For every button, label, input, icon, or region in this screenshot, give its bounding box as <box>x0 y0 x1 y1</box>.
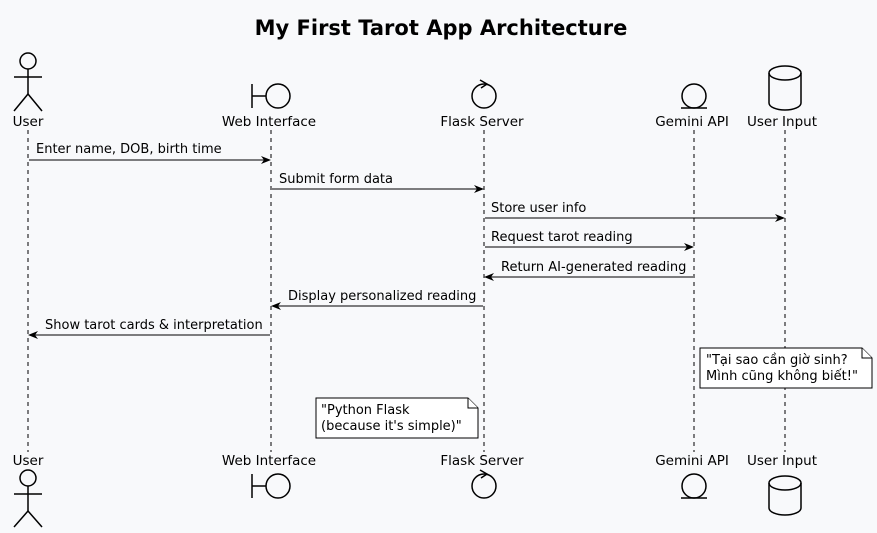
participant-web-interface-bottom: Web Interface <box>222 453 316 499</box>
participant-gemini-api-top: Gemini API <box>655 83 729 130</box>
message-1: Enter name, DOB, birth time <box>29 142 271 164</box>
participant-label-web-interface: Web Interface <box>222 114 316 130</box>
message-4: Request tarot reading <box>485 230 694 251</box>
control-icon <box>471 469 497 499</box>
message-label: Request tarot reading <box>491 230 633 245</box>
database-icon <box>768 65 802 111</box>
note-line: Mình cũng không biết!" <box>706 369 858 384</box>
message-5: Return AI-generated reading <box>484 260 693 281</box>
participant-label-user-input: User Input <box>747 114 817 130</box>
message-label: Display personalized reading <box>288 289 476 304</box>
boundary-icon <box>251 473 291 499</box>
participant-flask-server-top: Flask Server <box>440 79 524 130</box>
entity-icon <box>681 83 707 109</box>
database-icon <box>768 475 802 516</box>
control-icon <box>471 79 497 109</box>
note-flask-server: "Python Flask (because it's simple)" <box>315 397 479 439</box>
message-label: Store user info <box>491 201 586 216</box>
participant-flask-server-bottom: Flask Server <box>440 453 524 499</box>
actor-icon <box>13 52 43 112</box>
message-6: Display personalized reading <box>271 289 483 310</box>
participant-label-gemini-api: Gemini API <box>655 114 729 130</box>
participant-label-flask-server: Flask Server <box>440 114 524 130</box>
message-2: Submit form data <box>272 172 484 193</box>
message-label: Enter name, DOB, birth time <box>36 142 222 157</box>
participant-gemini-api-bottom: Gemini API <box>655 453 729 499</box>
participant-user-input-top: User Input <box>747 65 817 130</box>
actor-icon <box>13 469 43 528</box>
message-label: Submit form data <box>279 172 393 187</box>
participant-label-user-input: User Input <box>747 453 817 469</box>
participant-user-top: User <box>13 52 44 130</box>
entity-icon <box>681 473 707 499</box>
participant-label-flask-server: Flask Server <box>440 453 524 469</box>
participant-user-bottom: User <box>13 453 44 528</box>
participant-label-gemini-api: Gemini API <box>655 453 729 469</box>
note-line: "Tại sao cần giờ sinh? <box>706 353 848 368</box>
note-line: (because it's simple)" <box>321 419 462 434</box>
note-line: "Python Flask <box>321 403 410 418</box>
participant-label-user: User <box>13 453 44 469</box>
diagram-title: My First Tarot App Architecture <box>255 16 628 40</box>
message-label: Return AI-generated reading <box>501 260 686 275</box>
note-gemini-api: "Tại sao cần giờ sinh? Mình cũng không b… <box>699 347 873 389</box>
participant-user-input-bottom: User Input <box>747 453 817 516</box>
participant-label-web-interface: Web Interface <box>222 453 316 469</box>
boundary-icon <box>251 83 291 109</box>
message-7: Show tarot cards & interpretation <box>28 318 270 339</box>
participant-web-interface-top: Web Interface <box>222 83 316 130</box>
message-label: Show tarot cards & interpretation <box>45 318 263 333</box>
participant-label-user: User <box>13 114 44 130</box>
message-3: Store user info <box>485 201 785 222</box>
